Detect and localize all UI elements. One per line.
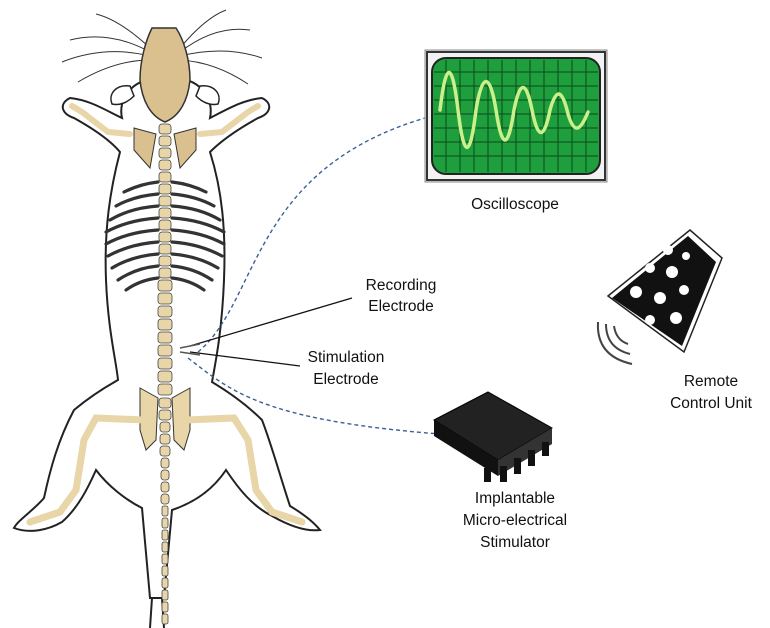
oscilloscope-icon [425,50,607,182]
rat-tail [150,598,164,628]
remote-control-label-line2: Control Unit [656,393,766,414]
stimulation-electrode-label-line2: Electrode [291,369,401,390]
rat-skeleton-illustration [14,10,320,628]
wireless-signal-icon [598,322,632,364]
rat-skull [140,28,190,122]
stimulation-electrode-label-line1: Stimulation [291,347,401,368]
microchip-icon [434,344,552,482]
stimulator-label-line2: Micro-electrical [440,510,590,531]
stimulator-label-line1: Implantable [440,488,590,509]
recording-electrode-label-line2: Electrode [346,296,456,317]
remote-control-icon [608,230,722,352]
stimulator-label-line3: Stimulator [440,532,590,553]
remote-control-label-line1: Remote [656,371,766,392]
oscilloscope-label: Oscilloscope [455,194,575,215]
recording-electrode-label-line1: Recording [346,275,456,296]
